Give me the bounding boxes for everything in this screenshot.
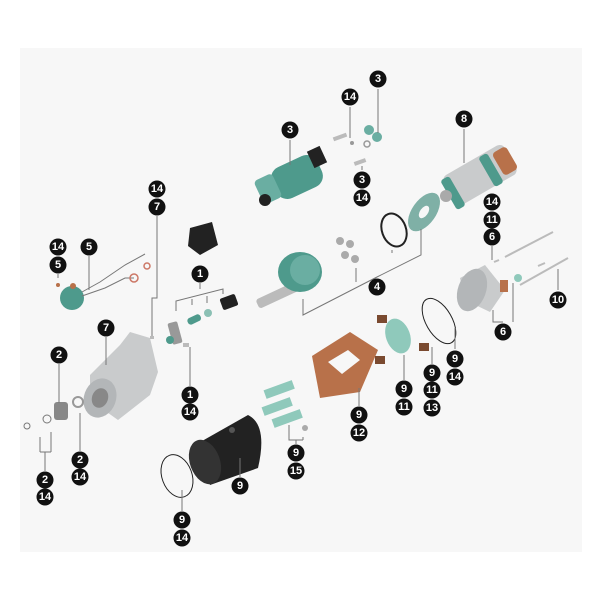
callout-pole-shoes: 9 15 [287, 444, 305, 480]
svg-text:6: 6 [489, 231, 495, 243]
svg-text:14: 14 [449, 371, 462, 383]
bearing-parts[interactable] [23, 396, 84, 430]
callout-harness: 5 [80, 238, 98, 256]
svg-text:14: 14 [356, 192, 369, 204]
oring-right[interactable] [415, 293, 463, 349]
svg-text:10: 10 [552, 294, 564, 306]
svg-text:14: 14 [74, 471, 87, 483]
callout-oring-left: 9 14 [173, 511, 191, 547]
small-hardware-top[interactable] [332, 125, 382, 166]
svg-text:14: 14 [39, 491, 52, 503]
callout-bearing-seal: 214 [71, 451, 89, 486]
svg-text:1: 1 [197, 268, 203, 280]
svg-text:5: 5 [86, 241, 92, 253]
callout-housing-pin: 14 7 [148, 180, 166, 216]
svg-text:11: 11 [398, 401, 410, 413]
drive-end-cap[interactable] [188, 222, 218, 255]
svg-text:2: 2 [42, 474, 48, 486]
snap-ring[interactable] [377, 210, 411, 250]
nuts-cluster[interactable] [336, 237, 359, 263]
callout-screw-mid: 3 14 [353, 171, 371, 207]
solenoid-part[interactable] [253, 145, 328, 206]
svg-text:9: 9 [401, 383, 407, 395]
svg-text:13: 13 [426, 402, 438, 414]
brush-plate[interactable] [377, 315, 429, 357]
callout-through-bolts: 10 [549, 291, 567, 309]
callout-drive-housing: 7 [97, 319, 115, 337]
svg-text:5: 5 [55, 259, 61, 271]
svg-text:9: 9 [356, 409, 362, 421]
svg-text:9: 9 [452, 353, 458, 365]
svg-text:14: 14 [151, 183, 164, 195]
svg-text:9: 9 [429, 367, 435, 379]
svg-text:12: 12 [353, 427, 365, 439]
callout-brush-plate: 9 11 [395, 380, 413, 416]
callout-comm-end-screw: 14 11 6 [483, 193, 501, 246]
svg-text:14: 14 [52, 241, 65, 253]
svg-text:4: 4 [374, 281, 381, 293]
svg-text:9: 9 [293, 447, 299, 459]
oring-left[interactable] [155, 450, 198, 502]
callout-shaft-kit: 4 [368, 278, 386, 296]
svg-text:15: 15 [290, 465, 302, 477]
callout-lever-kit: 1 [191, 265, 209, 283]
callout-armature: 8 [455, 110, 473, 128]
drive-housing[interactable] [78, 332, 158, 422]
callout-solenoid-hardware: 14 [341, 88, 359, 106]
svg-text:2: 2 [77, 454, 83, 466]
svg-text:14: 14 [184, 406, 197, 418]
thrust-washer[interactable] [402, 187, 447, 237]
svg-text:11: 11 [426, 384, 438, 396]
svg-text:7: 7 [154, 201, 160, 213]
svg-text:11: 11 [486, 214, 498, 226]
callout-lever-pin: 114 [181, 386, 199, 421]
callout-harness-screw: 14 5 [49, 238, 67, 274]
callout-bearing: 2 [50, 346, 68, 364]
callout-circlip: 214 [36, 471, 54, 506]
svg-text:9: 9 [179, 514, 185, 526]
pole-shoes[interactable] [261, 380, 308, 431]
through-bolts[interactable] [493, 231, 569, 286]
end-cover[interactable] [451, 265, 522, 316]
svg-text:1: 1 [187, 389, 193, 401]
svg-text:3: 3 [287, 124, 293, 136]
svg-text:6: 6 [500, 326, 506, 338]
callout-field-coil: 9 12 [350, 406, 368, 442]
svg-text:3: 3 [375, 73, 381, 85]
svg-text:9: 9 [237, 480, 243, 492]
svg-text:3: 3 [359, 174, 365, 186]
callout-solenoid: 3 [281, 121, 299, 139]
callout-brushes: 9 11 13 [423, 364, 441, 417]
svg-text:14: 14 [486, 196, 499, 208]
callout-nuts-top: 3 [369, 70, 387, 88]
drive-pinion-shaft[interactable] [255, 252, 322, 309]
leader-lines [39, 89, 559, 511]
wire-harness[interactable] [56, 253, 151, 310]
svg-text:2: 2 [56, 349, 62, 361]
callout-end-cover: 6 [494, 323, 512, 341]
svg-text:7: 7 [103, 322, 109, 334]
yoke-part[interactable] [183, 415, 262, 489]
lever-parts[interactable] [150, 294, 239, 347]
callout-oring-right: 9 14 [446, 350, 464, 386]
svg-text:8: 8 [461, 113, 467, 125]
svg-text:14: 14 [176, 532, 189, 544]
field-coil[interactable] [312, 332, 385, 398]
svg-text:14: 14 [344, 91, 357, 103]
armature-part[interactable] [440, 143, 519, 210]
callout-yoke: 9 [231, 477, 249, 495]
